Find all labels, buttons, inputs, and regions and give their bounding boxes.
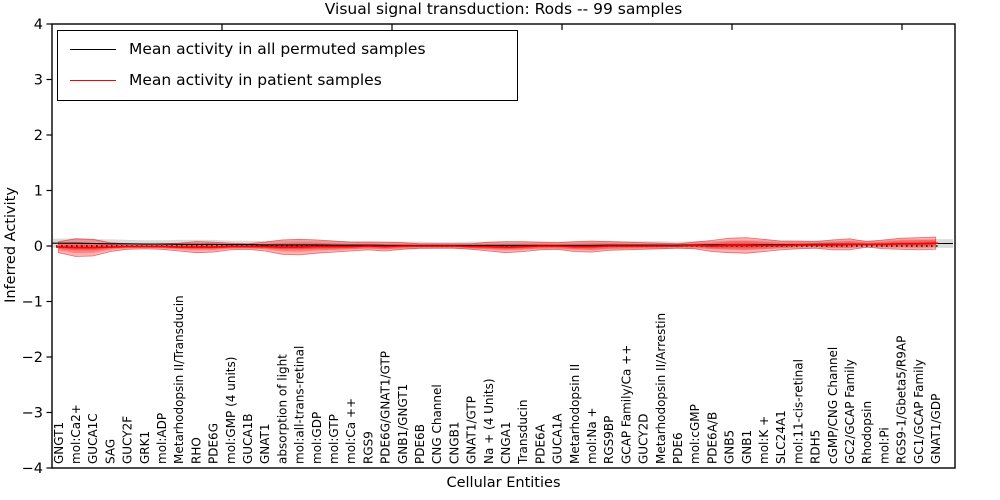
y-tick-label: −1 — [22, 295, 43, 311]
x-category-label: PDE6A — [533, 423, 547, 464]
x-axis-label: Cellular Entities — [446, 475, 561, 491]
y-tick-label: 3 — [34, 73, 43, 89]
x-category-label: mol:cGMP — [688, 404, 702, 464]
legend-item: Mean activity in all permuted samples — [70, 37, 517, 61]
x-category-label: CNG Channel — [430, 384, 444, 464]
x-category-label: SLC24A1 — [774, 410, 788, 464]
x-category-label: GUCA1C — [86, 413, 100, 464]
x-category-label: mol:GTP — [327, 414, 341, 464]
x-category-label: GUCY2F — [121, 416, 135, 464]
legend-label: Mean activity in all permuted samples — [129, 40, 426, 58]
x-category-label: GNAT1/GDP — [929, 394, 943, 464]
x-category-label: PDE6G — [207, 423, 221, 464]
x-category-label: PDE6A/B — [705, 412, 719, 464]
x-category-label: CNGB1 — [447, 421, 461, 464]
y-tick-label: 2 — [34, 128, 43, 144]
legend-label: Mean activity in patient samples — [129, 71, 382, 89]
x-category-label: Metarhodopsin II/Transducin — [172, 295, 186, 464]
x-category-label: GC2/GCAP Family — [843, 359, 857, 464]
x-category-label: mol:GMP (4 units) — [224, 357, 238, 464]
x-category-label: Transducin — [516, 400, 530, 465]
y-tick-label: −4 — [22, 461, 43, 477]
x-category-label: GNAT1/GTP — [465, 396, 479, 464]
x-category-label: PDE6B — [413, 424, 427, 464]
x-category-label: Metarhodopsin II/Arrestin — [654, 313, 668, 464]
y-tick-label: 4 — [34, 17, 43, 33]
x-category-label: GNB1/GNGT1 — [396, 384, 410, 464]
x-category-label: GNGT1 — [52, 422, 66, 464]
x-category-label: absorption of light — [275, 354, 289, 464]
y-tick-label: −3 — [22, 406, 43, 422]
patient-mean-line — [56, 242, 939, 249]
x-category-label: mol:11-cis-retinal — [791, 359, 805, 464]
x-category-label: Metarhodopsin II — [568, 364, 582, 464]
x-category-label: mol:GDP — [310, 412, 324, 464]
x-category-label: mol:ADP — [155, 413, 169, 464]
x-category-label: GUCA1B — [241, 413, 255, 464]
x-category-label: PDE6G/GNAT1/GTP — [379, 351, 393, 464]
legend-line-sample-permuted-icon — [70, 48, 116, 50]
x-category-label: RGS9BP — [602, 416, 616, 464]
x-category-label: mol:Ca2+ — [69, 404, 83, 464]
x-category-label: GUCA1A — [551, 413, 565, 464]
x-category-label: GNB1 — [740, 430, 754, 464]
x-category-label: RGS9-1/Gbeta5/R9AP — [895, 336, 909, 464]
x-category-label: cGMP/CNG Channel — [826, 347, 840, 464]
x-category-label: mol:Na + — [585, 407, 599, 464]
y-tick-label: −2 — [22, 350, 43, 366]
y-tick-label: 1 — [34, 184, 43, 200]
chart-title: Visual signal transduction: Rods -- 99 s… — [324, 0, 683, 18]
x-category-label: GCAP Family/Ca ++ — [619, 345, 633, 464]
x-category-label: RDH5 — [809, 430, 823, 464]
x-category-label: SAG — [103, 439, 117, 464]
x-category-label: GUCY2D — [637, 414, 651, 464]
x-category-label: mol:Ca ++ — [344, 398, 358, 464]
x-category-label: RHO — [189, 437, 203, 464]
x-category-label: PDE6 — [671, 432, 685, 464]
y-tick-label: 0 — [34, 239, 43, 255]
x-category-label: mol:Pi — [877, 427, 891, 464]
legend: Mean activity in all permuted samples Me… — [57, 30, 518, 101]
x-category-label: GRK1 — [138, 431, 152, 464]
legend-item: Mean activity in patient samples — [70, 68, 517, 92]
x-category-label: RGS9 — [361, 431, 375, 464]
y-axis-label: Inferred Activity — [3, 187, 19, 303]
x-category-label: mol:K + — [757, 416, 771, 464]
x-category-label: GNB5 — [723, 430, 737, 464]
x-category-label: GNAT1 — [258, 423, 272, 464]
x-category-label: CNGA1 — [499, 422, 513, 465]
legend-line-sample-patient-icon — [70, 79, 116, 81]
x-category-label: GC1/GCAP Family — [912, 359, 926, 464]
x-category-label: Rhodopsin — [860, 401, 874, 464]
x-category-label: Na + (4 Units) — [482, 378, 496, 464]
x-category-label: mol:all-trans-retinal — [293, 346, 307, 464]
